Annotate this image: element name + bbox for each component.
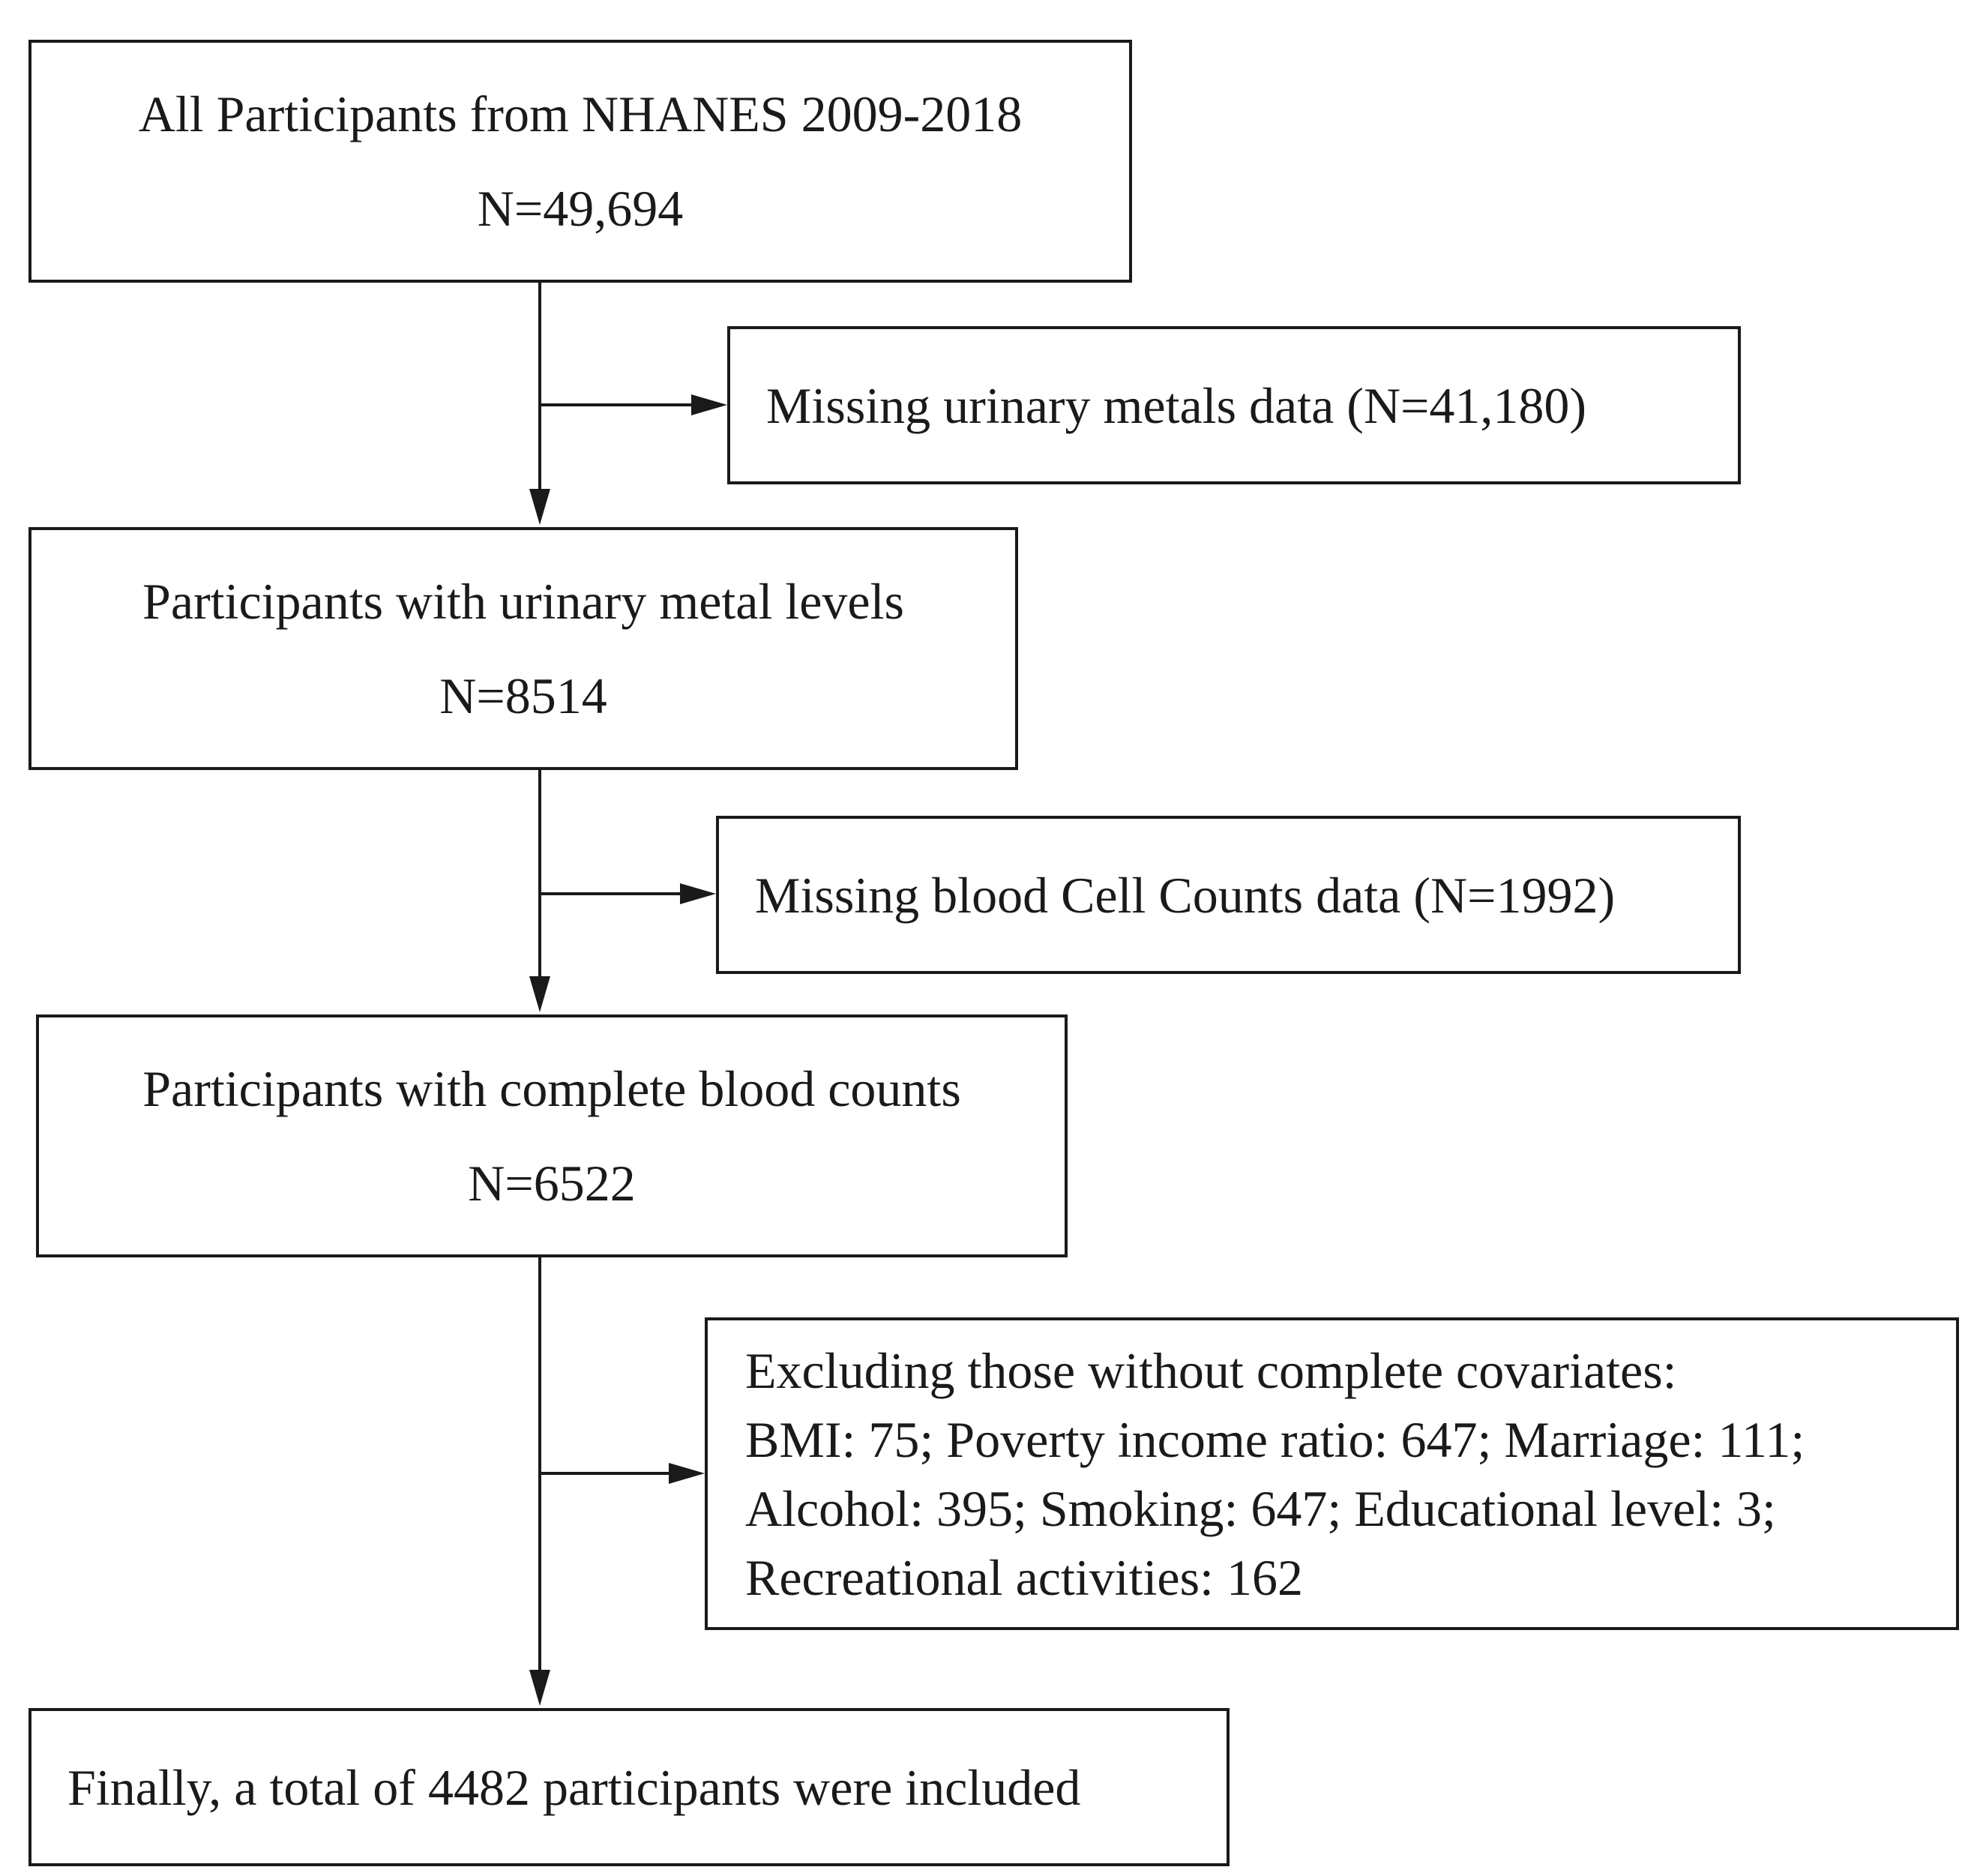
box-urinary-metal-levels: Participants with urinary metal levels N…	[28, 527, 1018, 770]
arrow-right-1	[691, 394, 727, 415]
excluded-blood-text: Missing blood Cell Counts data (N=1992)	[755, 866, 1616, 924]
final-included-text: Finally, a total of 4482 participants we…	[67, 1758, 1081, 1816]
covariates-line-2: BMI: 75; Poverty income ratio: 647; Marr…	[745, 1410, 1805, 1468]
urinary-metal-count: N=8514	[439, 667, 607, 724]
excluded-metals-text: Missing urinary metals data (N=41,180)	[766, 376, 1587, 434]
all-participants-title: All Participants from NHANES 2009-2018	[138, 85, 1023, 142]
covariates-line-1: Excluding those without complete covaria…	[745, 1341, 1677, 1399]
box-excluded-metals: Missing urinary metals data (N=41,180)	[727, 326, 1741, 484]
arrow-down-3	[529, 1670, 550, 1706]
all-participants-count: N=49,694	[477, 180, 684, 237]
box-final-included: Finally, a total of 4482 participants we…	[28, 1708, 1230, 1866]
covariates-line-4: Recreational activities: 162	[745, 1548, 1303, 1606]
complete-blood-count: N=6522	[468, 1155, 636, 1212]
box-excluded-blood: Missing blood Cell Counts data (N=1992)	[716, 816, 1741, 974]
complete-blood-title: Participants with complete blood counts	[142, 1060, 961, 1117]
arrow-down-1	[529, 489, 550, 525]
arrow-right-3	[669, 1463, 705, 1484]
box-excluded-covariates: Excluding those without complete covaria…	[705, 1317, 1959, 1630]
arrow-down-2	[529, 976, 550, 1012]
urinary-metal-title: Participants with urinary metal levels	[142, 573, 904, 630]
arrow-right-2	[680, 883, 716, 904]
covariates-line-3: Alcohol: 395; Smoking: 647; Educational …	[745, 1479, 1776, 1537]
box-complete-blood-counts: Participants with complete blood counts …	[36, 1014, 1068, 1257]
box-all-participants: All Participants from NHANES 2009-2018 N…	[28, 40, 1132, 283]
